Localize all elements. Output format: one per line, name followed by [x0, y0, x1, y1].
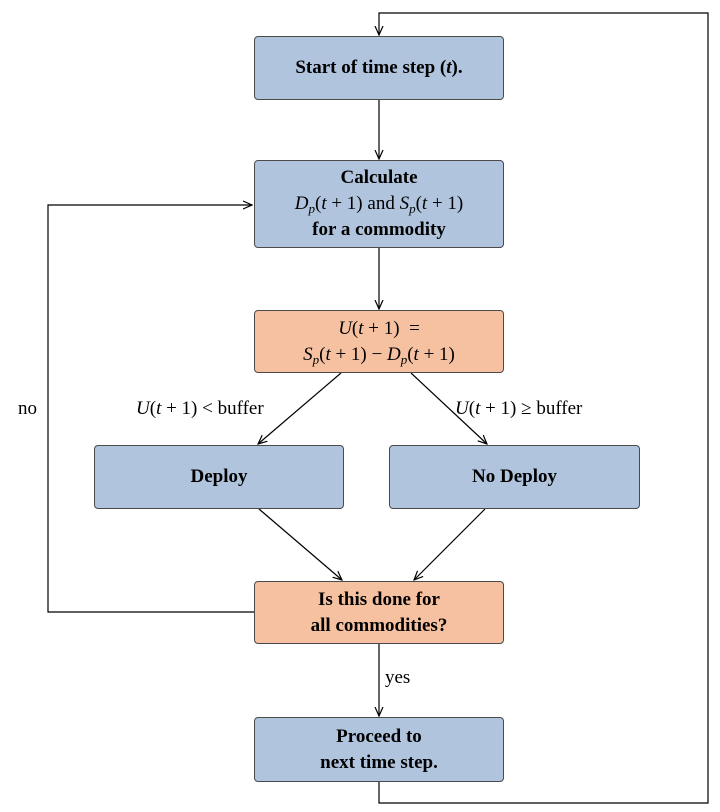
utility-line-1: U(t + 1) = [338, 317, 420, 339]
label-yes: yes [385, 667, 411, 688]
deploy-node-text: Deploy [190, 466, 248, 487]
label-no: no [18, 398, 37, 419]
calculate-line-1: Calculate [340, 167, 418, 188]
edge-next-loop [379, 12, 709, 804]
check-node: Is this done for all commodities? [254, 581, 504, 644]
calculate-node: Calculate Dp(t + 1) and Sp(t + 1) for a … [254, 160, 504, 248]
edge-deploy-check [258, 508, 342, 580]
start-node-text: Start of time step (t). [295, 57, 463, 78]
proceed-node: Proceed to next time step. [254, 717, 504, 782]
utility-line-2: Sp(t + 1) − Dp(t + 1) [303, 343, 455, 367]
calculate-line-3: for a commodity [312, 219, 446, 240]
no-deploy-node: No Deploy [389, 445, 640, 509]
edge-no-loop [47, 205, 254, 613]
deploy-node: Deploy [94, 445, 344, 509]
proceed-line-1: Proceed to [336, 725, 422, 747]
utility-node: U(t + 1) = Sp(t + 1) − Dp(t + 1) [254, 310, 504, 373]
check-line-2: all commodities? [310, 614, 448, 636]
start-node: Start of time step (t). [254, 36, 504, 100]
calculate-line-2: Dp(t + 1) and Sp(t + 1) [294, 193, 464, 216]
edge-nodeploy-check [414, 508, 486, 580]
label-less-than-buffer: U(t + 1) < buffer [136, 398, 264, 419]
check-line-1: Is this done for [318, 588, 440, 610]
edge-utility-nodeploy [410, 372, 487, 444]
label-geq-buffer: U(t + 1) ≥ buffer [455, 398, 583, 419]
proceed-line-2: next time step. [320, 751, 438, 773]
edge-utility-deploy [258, 372, 342, 444]
no-deploy-node-text: No Deploy [472, 466, 557, 487]
